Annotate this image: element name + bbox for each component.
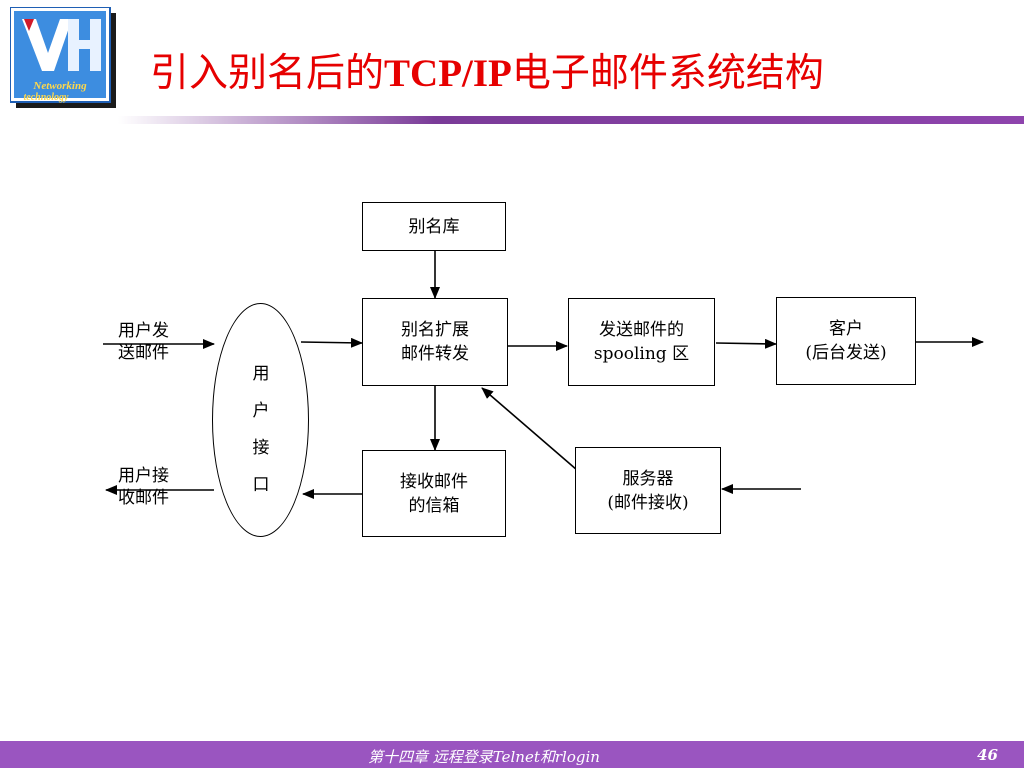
alias-db-box: 别名库 [362,202,506,251]
spool-line1: 发送邮件的 [599,320,684,340]
server-line1: 服务器 [622,468,674,489]
alias-expand-line2: 邮件转发 [401,344,469,364]
user-interface-char-4: 口 [252,475,270,495]
page-title: 引入别名后的TCP/IP电子邮件系统结构 [150,48,824,100]
inbox-line2: 的信箱 [408,495,460,516]
spool-line2: spooling 区 [593,344,690,364]
spool-box: 发送邮件的 spooling 区 [568,298,715,386]
server-line2: (邮件接收) [607,492,689,513]
receive-mail-label: 用户接 收邮件 [118,465,169,509]
footer-bar [0,741,1024,768]
user-interface-char-3: 接 [252,438,270,458]
alias-expand-box: 别名扩展 邮件转发 [362,298,508,386]
footer-chapter: 第十四章 远程登录Telnet和rlogin [368,748,600,766]
inbox-line1: 接收邮件 [400,471,468,492]
server-box: 服务器 (邮件接收) [575,447,721,534]
receive-label-line1: 用户接 [118,466,169,486]
client-line2: (后台发送) [805,343,887,363]
title-part1: 引入别名后的 [150,51,385,96]
logo-text-line2: technology [24,92,70,103]
alias-db-label: 别名库 [408,216,460,237]
user-interface-char-1: 用 [252,364,270,384]
page-number: 46 [977,746,998,764]
receive-label-line2: 收邮件 [118,488,169,508]
logo-text-line1: Networking [32,80,87,92]
title-divider [118,116,1024,124]
title-part2: TCP/IP [384,52,512,95]
vh-networking-logo: Networking technology [9,6,118,110]
client-line1: 客户 [829,319,863,339]
send-mail-label: 用户发 送邮件 [118,320,169,364]
send-label-line2: 送邮件 [118,343,169,363]
user-interface-char-2: 户 [252,401,270,421]
arrow-ui-to-expand [300,337,363,348]
send-label-line1: 用户发 [118,321,169,341]
arrow-server-to-expand [481,387,578,471]
logo-icon: Networking technology [9,6,116,108]
arrow-spool-to-client [715,338,777,349]
inbox-box: 接收邮件 的信箱 [362,450,506,537]
alias-expand-line1: 别名扩展 [401,320,469,340]
user-interface-ellipse [212,303,309,537]
title-part3: 电子邮件系统结构 [511,51,824,96]
client-box: 客户 (后台发送) [776,297,916,385]
